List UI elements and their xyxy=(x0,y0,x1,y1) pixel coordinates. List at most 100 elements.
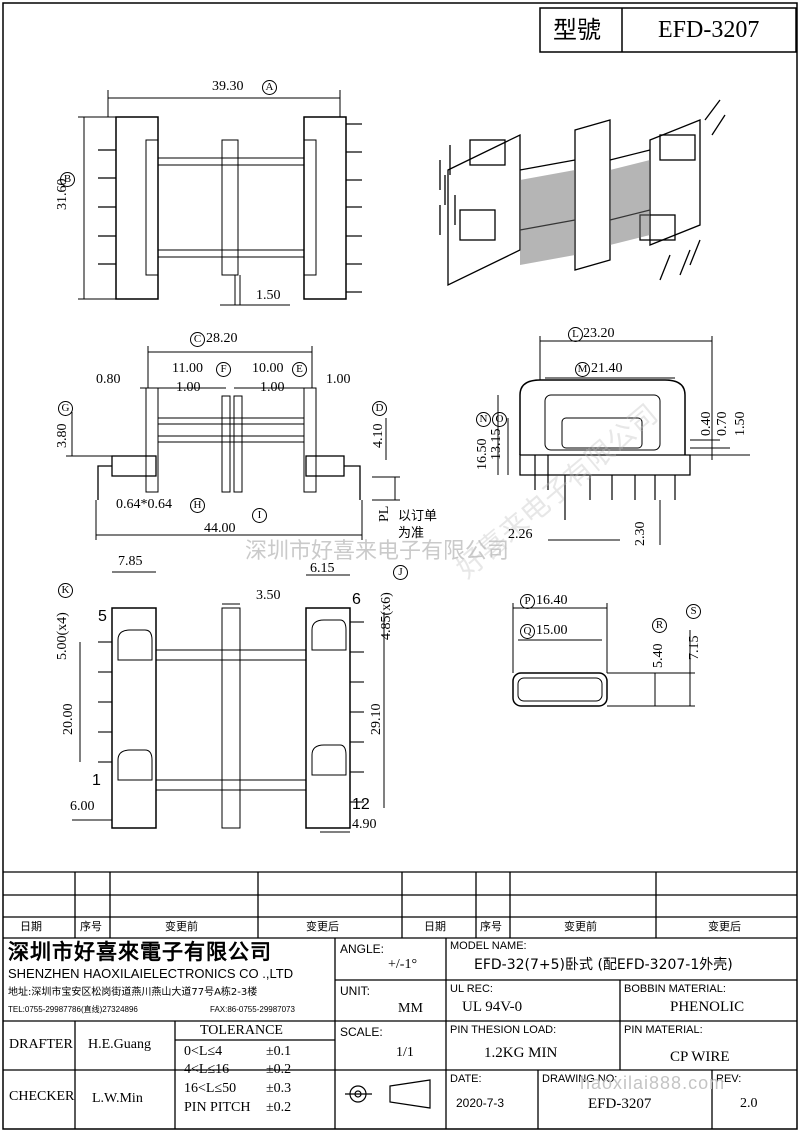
bobbin-label: BOBBIN MATERIAL: xyxy=(624,983,726,995)
tag-l: L xyxy=(568,327,583,342)
title-block-grid xyxy=(3,871,797,1129)
rev-before-header: 变更前 xyxy=(165,920,198,933)
rev-label: REV: xyxy=(716,1073,742,1085)
dim-100a: 1.00 xyxy=(176,380,201,395)
ul-value: UL 94V-0 xyxy=(462,999,523,1015)
scale-label: SCALE: xyxy=(340,1025,383,1039)
tag-o: O xyxy=(492,412,507,427)
company-name-en: SHENZHEN HAOXILAIELECTRONICS CO .,LTD xyxy=(8,966,294,981)
ul-label: UL REC: xyxy=(450,983,493,995)
dim-080: 0.80 xyxy=(96,372,121,387)
isometric-view xyxy=(439,99,726,287)
rev-after-header-2: 变更后 xyxy=(708,920,741,933)
dim-m: 21.40 xyxy=(591,361,623,376)
rev-date-header: 日期 xyxy=(20,920,42,933)
tol-range-2: 16<L≤50 xyxy=(184,1081,237,1096)
date-label: DATE: xyxy=(450,1073,482,1085)
pin-load-label: PIN THESION LOAD: xyxy=(450,1024,557,1036)
dim-785: 7.85 xyxy=(118,554,143,569)
dim-p: 16.40 xyxy=(536,593,568,608)
dim-600: 6.00 xyxy=(70,799,95,814)
tag-q: Q xyxy=(520,624,535,639)
bobbin-value: PHENOLIC xyxy=(670,999,745,1015)
company-fax: FAX:86-0755-29987073 xyxy=(210,1005,295,1014)
dim-070: 0.70 xyxy=(715,411,730,437)
pin-mat-value: CP WIRE xyxy=(670,1049,730,1065)
tag-j: J xyxy=(393,565,408,580)
drafter-value: H.E.Guang xyxy=(88,1037,151,1052)
pl-note: 以订单为准 xyxy=(398,509,438,541)
scale-value: 1/1 xyxy=(396,1045,414,1060)
rev-before-header-2: 变更前 xyxy=(564,920,597,933)
front-side-view xyxy=(66,346,400,540)
dim-s: 7.15 xyxy=(687,635,702,661)
dim-g: 3.80 xyxy=(55,423,70,449)
pin-1: 1 xyxy=(92,772,101,789)
end-view xyxy=(497,336,750,545)
tol-range-0: 0<L≤4 xyxy=(184,1044,223,1059)
top-view xyxy=(78,90,362,306)
tag-k: K xyxy=(58,583,73,598)
dim-490: 4.90 xyxy=(352,817,377,832)
dim-11: 11.00 xyxy=(172,361,203,376)
angle-label: ANGLE: xyxy=(340,942,385,956)
rev-after-header: 变更后 xyxy=(306,920,339,933)
dim-100c: 1.00 xyxy=(326,372,351,387)
footer-watermark: haoxilai888.com xyxy=(580,1073,726,1093)
tag-n: N xyxy=(476,412,491,427)
dim-230: 2.30 xyxy=(633,521,648,547)
dim-l: 23.20 xyxy=(583,326,615,341)
pin-5: 5 xyxy=(98,608,107,625)
checker-value: L.W.Min xyxy=(92,1091,143,1106)
rev-seq-header-2: 序号 xyxy=(480,920,502,933)
tag-p: P xyxy=(520,594,535,609)
company-tel: TEL:0755-29987786(直线)27324896 xyxy=(8,1005,138,1014)
rev-date-header-2: 日期 xyxy=(424,920,446,933)
tol-value-2: ±0.3 xyxy=(266,1081,292,1096)
rev-seq-header: 序号 xyxy=(80,920,102,933)
dim-q: 15.00 xyxy=(536,623,568,638)
dim-226: 2.26 xyxy=(508,527,533,542)
drawing-no-label: DRAWING NO: xyxy=(542,1073,618,1085)
model-label: 型號 xyxy=(553,16,601,44)
dim-pl: PL xyxy=(377,505,392,522)
bottom-view xyxy=(72,571,385,833)
checker-label: CHECKER xyxy=(9,1089,75,1104)
tag-e: E xyxy=(292,362,307,377)
dim-10: 10.00 xyxy=(252,361,284,376)
tag-r: R xyxy=(652,618,667,633)
dim-a: 39.30 xyxy=(212,79,244,94)
company-name-cn: 深圳市好喜來電子有限公司 xyxy=(8,940,272,964)
date-value: 2020-7-3 xyxy=(456,1096,505,1110)
pin-mat-label: PIN MATERIAL: xyxy=(624,1024,703,1036)
watermark-text: 深圳市好喜来电子有限公司 xyxy=(245,539,510,564)
rev-value: 2.0 xyxy=(740,1096,758,1111)
tag-c: C xyxy=(190,332,205,347)
tolerance-label: TOLERANCE xyxy=(200,1023,283,1038)
tol-value-3: ±0.2 xyxy=(266,1100,292,1115)
dim-o: 13.15 xyxy=(489,428,504,461)
tol-value-1: ±0.2 xyxy=(266,1062,292,1077)
dim-c: 1.50 xyxy=(256,288,281,303)
dim-615: 6.15 xyxy=(310,561,335,576)
model-name-label: MODEL NAME: xyxy=(450,940,527,952)
tag-a: A xyxy=(262,80,277,95)
dim-150: 1.50 xyxy=(733,411,748,437)
dim-j: 4.85(x6) xyxy=(379,592,394,640)
dim-i: 44.00 xyxy=(204,521,236,536)
dim-h: 0.64*0.64 xyxy=(116,497,172,512)
dim-k: 5.00(x4) xyxy=(55,612,70,660)
tag-g: G xyxy=(58,401,73,416)
model-header-box xyxy=(539,7,797,53)
tag-d: D xyxy=(372,401,387,416)
dim-100b: 1.00 xyxy=(260,380,285,395)
tag-s: S xyxy=(686,604,701,619)
dim-c-top: 28.20 xyxy=(206,331,238,346)
tag-b: B xyxy=(60,172,75,187)
cross-section-view xyxy=(512,603,695,707)
projection-symbol-icon xyxy=(345,1079,431,1109)
dim-d: 4.10 xyxy=(371,423,386,449)
tol-range-1: 4<L≤16 xyxy=(184,1062,230,1077)
pin-load-value: 1.2KG MIN xyxy=(484,1045,558,1061)
